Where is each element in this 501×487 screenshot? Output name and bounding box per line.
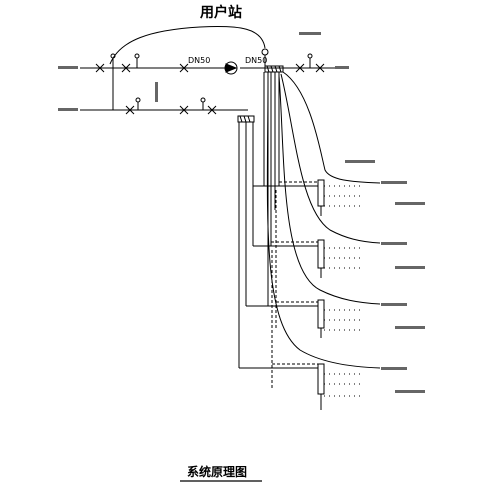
floor-branch-3 [246,299,360,338]
floor-branch-4 [239,363,360,410]
floor-branch-1 [253,179,360,216]
pipe-label-dn-left: DN50 [188,56,210,65]
return-header [237,115,255,123]
pump-icon [224,61,238,75]
pipe-label-dn-right: DN50 [245,56,267,65]
faint-annotations [58,32,425,393]
return-main-line [80,68,248,115]
floor-branch-2 [253,239,360,278]
supply-header [264,65,284,73]
supply-main-line [80,53,335,73]
top-title: 用户站 [200,4,242,21]
bottom-title: 系统原理图 [187,464,247,479]
control-signal-loop [109,25,266,65]
control-cables [266,71,381,369]
